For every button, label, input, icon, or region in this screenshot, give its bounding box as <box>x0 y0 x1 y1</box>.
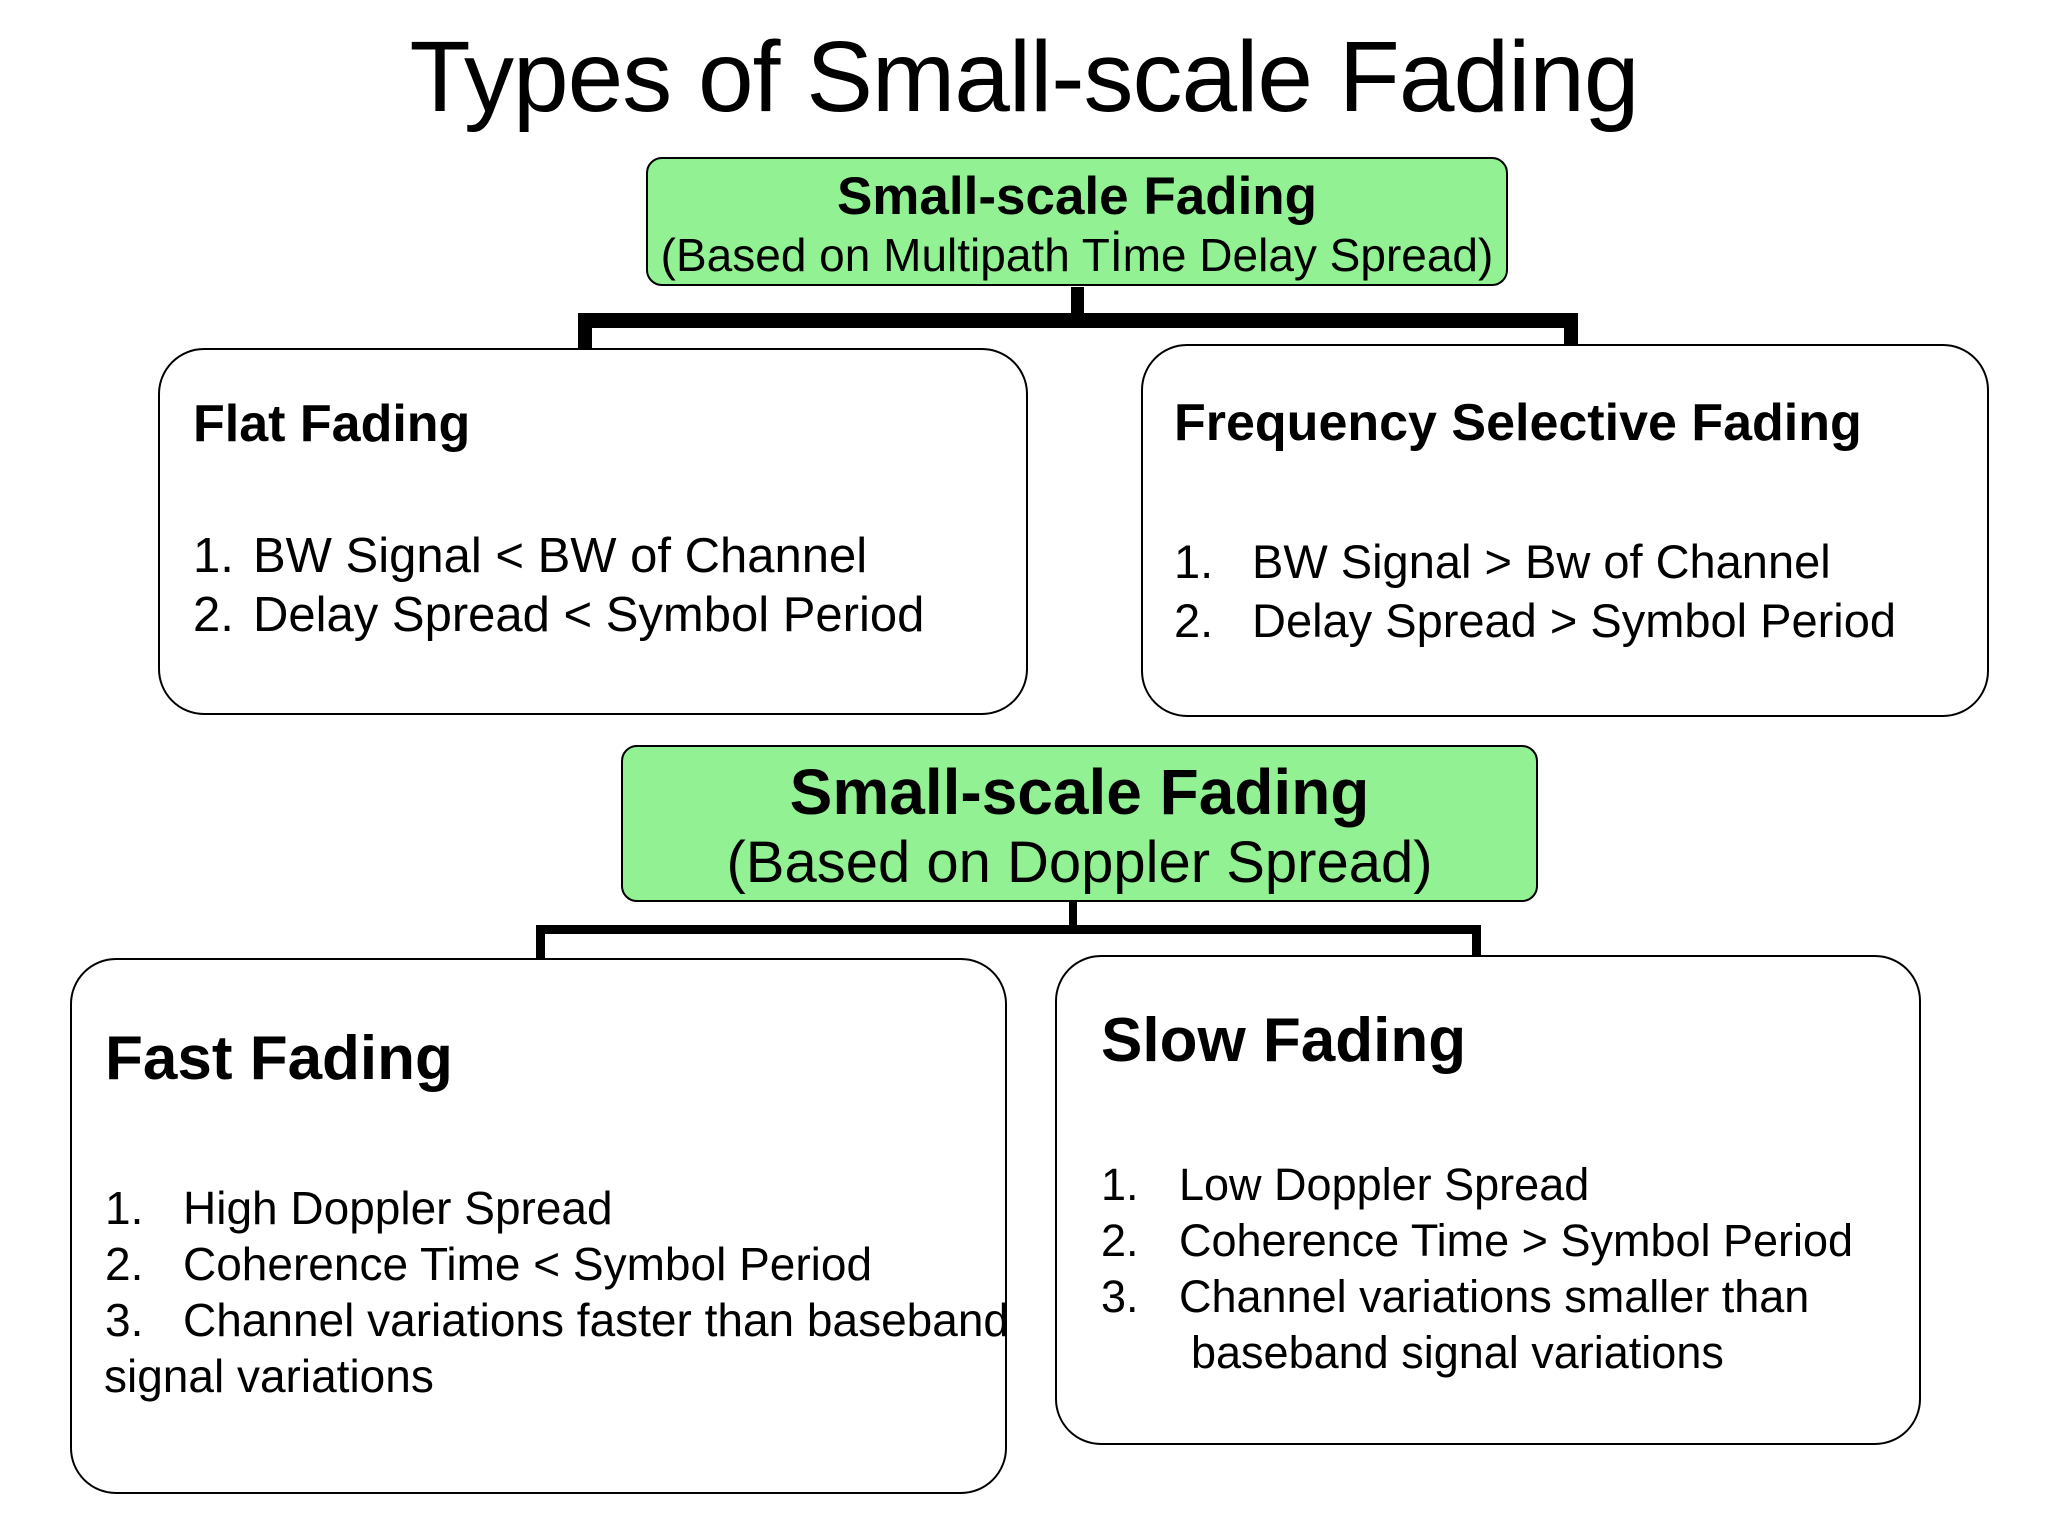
connector-root-doppler-branch-right <box>1472 925 1481 961</box>
list-item-text: Channel variations smaller than <box>1179 1271 1810 1322</box>
list-item-text: Low Doppler Spread <box>1179 1159 1590 1210</box>
list-item-number: 2. <box>1174 594 1214 647</box>
list-item: 2. Delay Spread > Symbol Period <box>1174 591 1896 650</box>
list-item-number: 1. <box>1101 1159 1139 1210</box>
node-flat-fading: Flat Fading 1. BW Signal < BW of Channel … <box>158 348 1028 715</box>
list-item: 1. Low Doppler Spread <box>1101 1157 1853 1213</box>
node-fast-fading: Fast Fading 1. High Doppler Spread 2. Cohe… <box>70 958 1010 1494</box>
connector-root-doppler-branch-left <box>536 925 545 961</box>
node-root-doppler: Small-scale Fading (Based on Doppler Spr… <box>621 745 1538 902</box>
list-item-number: 2. <box>105 1238 144 1290</box>
node-fast-fading-title: Fast Fading <box>105 1024 453 1093</box>
node-frequency-selective-fading-title: Frequency Selective Fading <box>1174 394 1862 452</box>
list-item: 1. High Doppler Spread <box>105 1180 1009 1236</box>
list-item-number: 3. <box>105 1294 144 1346</box>
list-item: 2. Coherence Time > Symbol Period <box>1101 1213 1853 1269</box>
list-item-number: 2. <box>193 588 234 642</box>
node-frequency-selective-fading-list: 1. BW Signal > Bw of Channel 2. Delay Spre… <box>1174 532 1896 650</box>
node-root-doppler-subtitle: (Based on Doppler Spread) <box>726 830 1433 895</box>
list-item-text: BW Signal > Bw of Channel <box>1252 535 1831 588</box>
list-item: 3. Channel variations faster than baseban… <box>104 1292 1010 1404</box>
connector-root-multipath-branch-right <box>1564 313 1578 349</box>
connector-root-multipath-horizontal <box>578 313 1578 328</box>
list-item-text: Delay Spread < Symbol Period <box>253 588 925 642</box>
list-item: 1. BW Signal > Bw of Channel <box>1174 532 1896 591</box>
node-root-multipath: Small-scale Fading (Based on Multipath T… <box>646 157 1508 286</box>
node-flat-fading-list: 1. BW Signal < BW of Channel 2. Delay Spre… <box>193 527 924 645</box>
list-item-text: Coherence Time < Symbol Period <box>183 1238 873 1290</box>
connector-root-multipath-stem <box>1071 287 1084 315</box>
node-frequency-selective-fading: Frequency Selective Fading 1. BW Signal >… <box>1141 344 1989 717</box>
list-item-number: 1. <box>1174 535 1214 588</box>
node-flat-fading-title: Flat Fading <box>193 395 471 453</box>
list-item-continuation: signal variations <box>104 1350 434 1402</box>
list-item-number: 3. <box>1101 1271 1139 1322</box>
list-item-text: High Doppler Spread <box>183 1182 613 1234</box>
page-title: Types of Small-scale Fading <box>409 21 1639 133</box>
node-slow-fading: Slow Fading 1. Low Doppler Spread 2. Coher… <box>1055 955 1921 1445</box>
list-item-number: 2. <box>1101 1215 1139 1266</box>
node-root-multipath-subtitle: (Based on Multipath Tİme Delay Spread) <box>660 229 1494 281</box>
node-fast-fading-list: 1. High Doppler Spread 2. Coherence Time <… <box>104 1180 1010 1404</box>
list-item: 1. BW Signal < BW of Channel <box>193 527 924 586</box>
node-slow-fading-list: 1. Low Doppler Spread 2. Coherence Time > … <box>1101 1157 1853 1381</box>
node-root-doppler-title: Small-scale Fading <box>789 756 1370 828</box>
list-item-text: Coherence Time > Symbol Period <box>1179 1215 1854 1266</box>
list-item-text: Channel variations faster than baseband <box>183 1294 1010 1346</box>
node-slow-fading-title: Slow Fading <box>1101 1006 1467 1075</box>
list-item-number: 1. <box>105 1182 144 1234</box>
connector-root-doppler-stem <box>1069 902 1077 930</box>
list-item-number: 1. <box>193 529 234 583</box>
list-item-text: BW Signal < BW of Channel <box>253 529 868 583</box>
list-item: 2. Delay Spread < Symbol Period <box>193 586 924 645</box>
list-item-continuation: baseband signal variations <box>1191 1327 1724 1378</box>
list-item: 2. Coherence Time < Symbol Period <box>105 1236 1009 1292</box>
list-item-text: Delay Spread > Symbol Period <box>1252 594 1896 647</box>
node-root-multipath-title: Small-scale Fading <box>836 167 1318 226</box>
connector-root-doppler-horizontal <box>536 925 1481 934</box>
connector-root-multipath-branch-left <box>578 313 592 349</box>
